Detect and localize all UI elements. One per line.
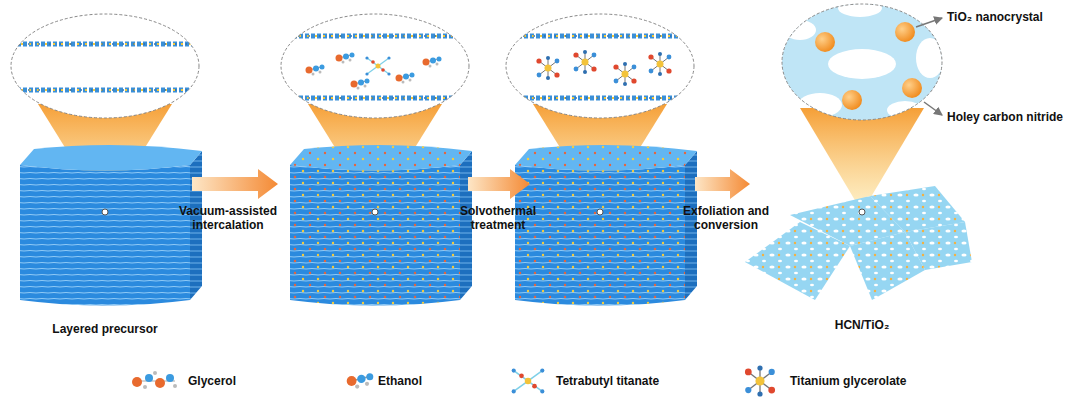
step-label: Vacuum-assisted intercalation [165, 204, 291, 233]
step-label: Solvothermal treatment [450, 204, 546, 233]
holey-sheets [745, 0, 972, 300]
legend-label: Titanium glycerolate [790, 374, 906, 388]
layered-stack [5, 14, 205, 306]
legend-icons [132, 365, 775, 396]
step-label: Exfoliation and conversion [676, 204, 776, 233]
stage-label: HCN/TiO₂ [800, 318, 924, 332]
callout-label: Holey carbon nitride [947, 110, 1077, 124]
stage-label: Layered precursor [25, 322, 185, 336]
solvothermal-stack [500, 14, 700, 306]
callout-label: TiO₂ nanocrystal [947, 10, 1077, 24]
process-arrow [192, 169, 750, 199]
legend-label: Glycerol [188, 374, 236, 388]
intercalated-stack [275, 14, 475, 306]
legend-label: Ethanol [378, 374, 422, 388]
legend-label: Tetrabutyl titanate [556, 374, 659, 388]
